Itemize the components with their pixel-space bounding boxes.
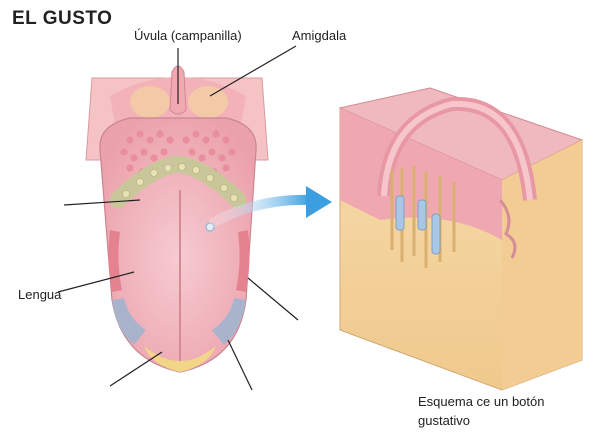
taste-bud-block (340, 88, 582, 390)
tonsil-right-shape (188, 86, 228, 118)
block-right-face (502, 140, 582, 390)
taste-bud-caption: Esquema ce un botón gustativo (418, 392, 593, 430)
label-lengua: Lengua (18, 287, 61, 302)
label-uvula: Úvula (campanilla) (134, 28, 242, 43)
tongue (100, 118, 256, 372)
leader-side-zone (248, 278, 298, 320)
tonsil-left-shape (130, 86, 170, 118)
caption-line-1: Esquema ce un botón (418, 394, 544, 409)
caption-line-2: gustativo (418, 413, 470, 428)
page-title: EL GUSTO (12, 8, 112, 30)
leader-bitter (228, 340, 252, 390)
label-amigdala: Amigdala (292, 28, 346, 43)
leader-tip (110, 352, 162, 386)
